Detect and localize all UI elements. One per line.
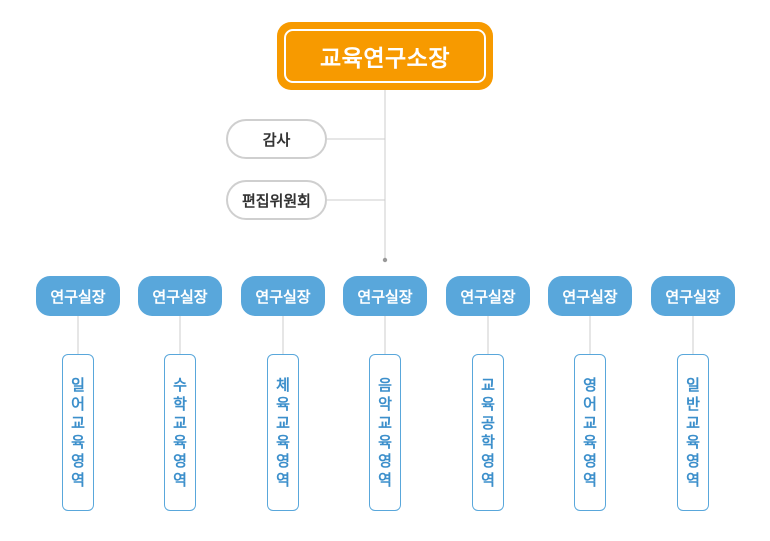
staff-node-audit: 감사 xyxy=(226,119,327,159)
staff-node-editorial-committee: 편집위원회 xyxy=(226,180,327,220)
root-node: 교육연구소장 xyxy=(277,22,493,90)
lab-head-node: 연구실장 xyxy=(548,276,632,316)
lab-head-node: 연구실장 xyxy=(446,276,530,316)
trunk-end-dot xyxy=(382,257,388,263)
lab-head-node: 연구실장 xyxy=(651,276,735,316)
lab-head-node: 연구실장 xyxy=(36,276,120,316)
lab-head-node: 연구실장 xyxy=(138,276,222,316)
root-node-label: 교육연구소장 xyxy=(284,29,486,83)
lab-head-node: 연구실장 xyxy=(241,276,325,316)
lab-head-node: 연구실장 xyxy=(343,276,427,316)
